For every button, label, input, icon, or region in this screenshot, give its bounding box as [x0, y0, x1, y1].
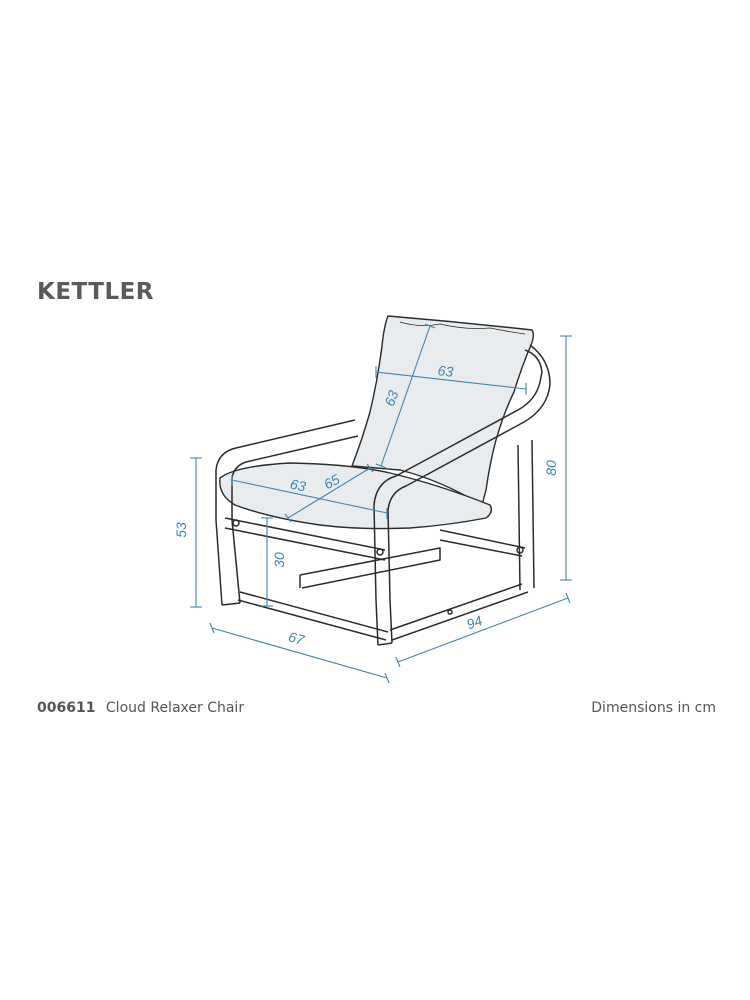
dim-label-backrest-height: 63 — [381, 388, 401, 408]
dim-label-seat-height: 30 — [271, 552, 287, 568]
product-caption: 006611 Cloud Relaxer Chair — [37, 700, 244, 716]
product-name: Cloud Relaxer Chair — [105, 700, 245, 716]
seat-cushion — [219, 462, 493, 530]
dim-label-backrest-width: 63 — [437, 362, 454, 380]
dim-label-seat-depth: 65 — [321, 471, 342, 493]
backrest-cushion — [351, 315, 535, 507]
kettler-logo: KETTLER — [37, 279, 155, 305]
dim-label-overall-height: 80 — [543, 460, 559, 476]
units-note: Dimensions in cm — [591, 700, 716, 716]
dim-label-seat-width: 63 — [289, 476, 308, 495]
dim-label-overall-depth: 94 — [464, 612, 484, 632]
dim-label-armrest-height: 53 — [173, 522, 189, 538]
product-code: 006611 — [37, 700, 96, 716]
dim-label-overall-width: 67 — [287, 628, 308, 648]
dimension-lines — [190, 323, 572, 684]
